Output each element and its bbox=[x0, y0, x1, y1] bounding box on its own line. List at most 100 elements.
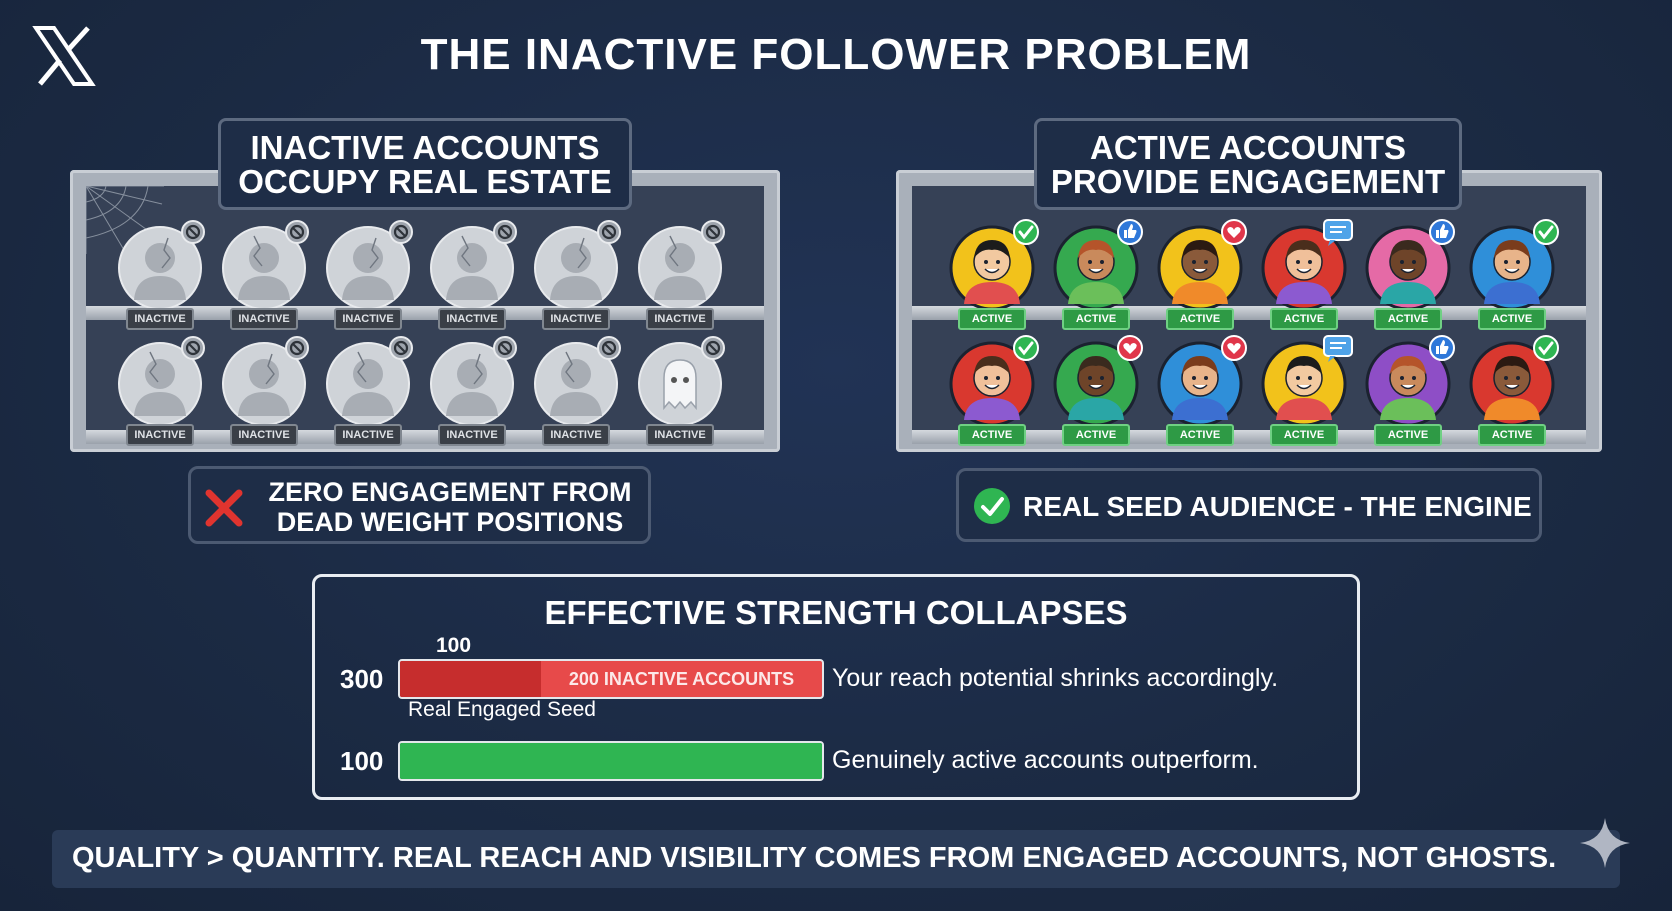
active-tag: ACTIVE bbox=[1062, 308, 1130, 330]
inactive-avatar bbox=[430, 220, 517, 310]
active-tag: ACTIVE bbox=[1478, 424, 1546, 446]
red-x-icon bbox=[205, 489, 243, 527]
active-avatar bbox=[1365, 219, 1455, 311]
blocked-badge-icon bbox=[701, 336, 725, 360]
inactive-tag: INACTIVE bbox=[334, 308, 402, 330]
footer-banner bbox=[52, 830, 1620, 888]
footer-text: QUALITY > QUANTITY. REAL REACH AND VISIB… bbox=[72, 842, 1557, 874]
inactive-tag: INACTIVE bbox=[646, 424, 714, 446]
green-check-icon bbox=[974, 488, 1010, 524]
active-tag: ACTIVE bbox=[1166, 308, 1234, 330]
inactive-avatar bbox=[638, 336, 725, 426]
crack-mark bbox=[369, 237, 379, 269]
blocked-badge-icon bbox=[597, 220, 621, 244]
inactive-avatar bbox=[326, 220, 413, 310]
crack-mark bbox=[357, 351, 367, 383]
seed-value-label: 100 bbox=[436, 634, 472, 657]
active-avatar bbox=[1157, 335, 1247, 427]
inactive-avatar bbox=[118, 220, 205, 310]
active-tag: ACTIVE bbox=[1374, 424, 1442, 446]
inactive-avatar bbox=[638, 220, 725, 310]
blocked-badge-icon bbox=[181, 336, 205, 360]
blocked-badge-icon bbox=[597, 336, 621, 360]
thumbs-up-badge-icon bbox=[1117, 219, 1143, 245]
inactive-avatar bbox=[534, 336, 621, 426]
inactive-tag: INACTIVE bbox=[230, 308, 298, 330]
active-bar-fill bbox=[400, 743, 822, 779]
ghost-icon bbox=[663, 359, 697, 411]
check-badge-icon bbox=[1533, 219, 1559, 245]
effective-strength-panel bbox=[312, 574, 1360, 800]
seed-caption: Real Engaged Seed bbox=[408, 698, 596, 721]
inactive-tag: INACTIVE bbox=[126, 424, 194, 446]
active-avatar bbox=[1365, 335, 1455, 427]
zero-engagement-callout: ZERO ENGAGEMENT FROM DEAD WEIGHT POSITIO… bbox=[188, 466, 651, 544]
bar1-total-label: 300 bbox=[340, 664, 384, 694]
comment-badge-icon bbox=[1323, 335, 1353, 362]
active-avatar bbox=[1157, 219, 1247, 311]
crack-mark bbox=[473, 353, 483, 385]
active-avatar bbox=[949, 219, 1039, 311]
active-tag: ACTIVE bbox=[1270, 308, 1338, 330]
comment-badge-icon bbox=[1323, 219, 1353, 246]
inactive-composition-bar: 200 INACTIVE ACCOUNTS bbox=[398, 659, 824, 699]
active-avatar bbox=[1261, 335, 1353, 427]
active-avatar bbox=[1469, 335, 1559, 427]
inactive-avatar bbox=[222, 220, 309, 310]
active-title-line2: PROVIDE ENGAGEMENT bbox=[1050, 163, 1446, 200]
real-seed-segment bbox=[400, 661, 541, 697]
inactive-avatar bbox=[326, 336, 413, 426]
bar2-note: Genuinely active accounts outperform. bbox=[832, 746, 1259, 774]
zero-engagement-line2: DEAD WEIGHT POSITIONS bbox=[276, 507, 624, 537]
inactive-avatar bbox=[222, 336, 309, 426]
strength-title: EFFECTIVE STRENGTH COLLAPSES bbox=[544, 594, 1128, 631]
active-shelf-title: ACTIVE ACCOUNTS PROVIDE ENGAGEMENT bbox=[1034, 118, 1462, 210]
active-avatar bbox=[949, 335, 1039, 427]
crack-mark bbox=[265, 353, 275, 385]
bar2-total-label: 100 bbox=[340, 746, 384, 776]
active-title-line1: ACTIVE ACCOUNTS bbox=[1090, 129, 1406, 166]
active-tag: ACTIVE bbox=[1166, 424, 1234, 446]
inactive-segment-label: 200 INACTIVE ACCOUNTS bbox=[568, 669, 795, 689]
inactive-tag: INACTIVE bbox=[542, 308, 610, 330]
inactive-shelf-title: INACTIVE ACCOUNTS OCCUPY REAL ESTATE bbox=[218, 118, 632, 210]
crack-mark bbox=[161, 237, 171, 269]
active-tag: ACTIVE bbox=[958, 424, 1026, 446]
crack-mark bbox=[461, 235, 471, 267]
crack-mark bbox=[669, 235, 679, 267]
active-tag: ACTIVE bbox=[1478, 308, 1546, 330]
blocked-badge-icon bbox=[285, 336, 309, 360]
inactive-title-line1: INACTIVE ACCOUNTS bbox=[250, 129, 600, 166]
inactive-tag: INACTIVE bbox=[230, 424, 298, 446]
blocked-badge-icon bbox=[389, 220, 413, 244]
active-avatar bbox=[1053, 219, 1143, 311]
heart-badge-icon bbox=[1221, 219, 1247, 245]
thumbs-up-badge-icon bbox=[1429, 335, 1455, 361]
inactive-tag: INACTIVE bbox=[542, 424, 610, 446]
inactive-avatar bbox=[118, 336, 205, 426]
active-avatar bbox=[1469, 219, 1559, 311]
active-avatar bbox=[1261, 219, 1353, 311]
real-seed-callout: REAL SEED AUDIENCE - THE ENGINE bbox=[956, 468, 1542, 542]
active-tag: ACTIVE bbox=[1374, 308, 1442, 330]
inactive-avatar bbox=[430, 336, 517, 426]
page-title: THE INACTIVE FOLLOWER PROBLEM bbox=[420, 30, 1252, 79]
active-tag: ACTIVE bbox=[958, 308, 1026, 330]
active-avatar bbox=[1053, 335, 1143, 427]
active-tag: ACTIVE bbox=[1062, 424, 1130, 446]
inactive-avatar bbox=[534, 220, 621, 310]
active-tag: ACTIVE bbox=[1270, 424, 1338, 446]
crack-mark bbox=[149, 351, 159, 383]
heart-badge-icon bbox=[1221, 335, 1247, 361]
inactive-tag: INACTIVE bbox=[438, 308, 506, 330]
active-bar bbox=[398, 741, 824, 781]
check-badge-icon bbox=[1533, 335, 1559, 361]
check-badge-icon bbox=[1013, 335, 1039, 361]
crack-mark bbox=[577, 237, 587, 269]
crack-mark bbox=[565, 351, 575, 383]
blocked-badge-icon bbox=[493, 336, 517, 360]
real-seed-text: REAL SEED AUDIENCE - THE ENGINE bbox=[1023, 491, 1532, 522]
blocked-badge-icon bbox=[389, 336, 413, 360]
heart-badge-icon bbox=[1117, 335, 1143, 361]
